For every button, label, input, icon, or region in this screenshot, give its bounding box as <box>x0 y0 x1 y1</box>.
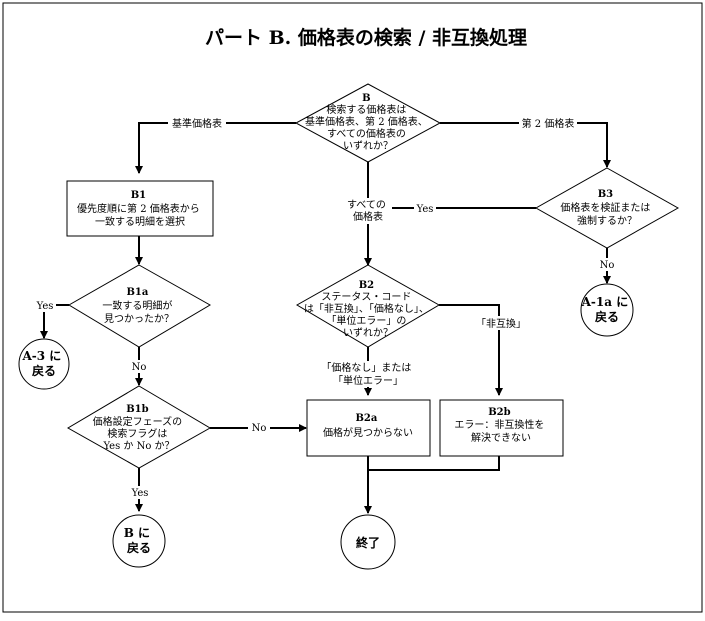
label-b2-incompatible: 「非互換」 <box>476 318 526 330</box>
edge-b-to-b3 <box>440 122 611 168</box>
decision-b2-line-2: は「非互換」、「価格なし」、 <box>304 302 429 315</box>
svg-text:B1b 価格設定フェーズの 検索フラ: B1b 価格設定フェーズの 検索フラグは Yes か No か？ <box>93 404 186 452</box>
svg-text:すべての 価格表: すべての 価格表 <box>347 199 389 223</box>
svg-text:B2 ステータス・コード は「非互換: B2 ステータス・コード は「非互換」、「価格なし」、 「単位エラー」の いずれ… <box>304 280 432 339</box>
edge-b2-incompat <box>439 304 503 396</box>
decision-b1a-line-1: 一致する明細が <box>102 299 172 312</box>
process-b2a-id: B2a <box>355 413 377 424</box>
process-b2b-id: B2b <box>488 407 510 418</box>
decision-b-line-2: 基準価格表、第 2 価格表、 <box>305 115 428 128</box>
terminal-end: 終了 <box>340 514 396 570</box>
decision-b1a: B1a 一致する明細が 見つかったか？ <box>68 264 211 348</box>
terminal-b-line-1: B に <box>124 526 150 540</box>
page-border <box>2 2 703 613</box>
decision-b: B 検索する価格表は 基準価格表、第 2 価格表、 すべての価格表の いずれか？ <box>294 83 442 163</box>
terminal-end-label: 終了 <box>356 535 380 550</box>
label-b3-yes: Yes <box>416 204 434 215</box>
decision-b3-line-2: 強制するか？ <box>577 214 637 227</box>
edge-labels: 基準価格表 第 2 価格表 すべての 価格表 Yes No Yes No No … <box>34 116 617 499</box>
decision-b2: B2 ステータス・コード は「非互換」、「価格なし」、 「単位エラー」の いずれ… <box>296 264 440 348</box>
label-second-pricelist: 第 2 価格表 <box>522 117 575 130</box>
edge-b-to-b1 <box>135 122 296 174</box>
decision-b-line-4: いずれか？ <box>343 140 393 152</box>
process-b2b: B2b エラー：非互換性を 解決できない <box>439 399 564 457</box>
svg-text:B2a 価格が見つからない: B2a 価格が見つからない <box>323 413 413 439</box>
svg-text:A-1a に 戻る: A-1a に 戻る <box>581 295 633 324</box>
label-b3-no: No <box>600 260 615 271</box>
svg-text:B に 戻る: B に 戻る <box>124 526 155 555</box>
process-b2a: B2a 価格が見つからない <box>306 399 431 457</box>
page-title: パート B. 価格表の検索 / 非互換処理 <box>205 26 527 49</box>
decision-b2-line-1: ステータス・コード <box>321 291 411 303</box>
decision-b2-line-3: 「単位エラー」の <box>326 314 406 327</box>
process-b2a-line-1: 価格が見つからない <box>323 426 413 439</box>
decision-b1b-id: B1b <box>126 404 148 415</box>
terminal-a3-line-1: A-3 に <box>21 349 61 363</box>
label-all-pricelists-2: 価格表 <box>353 210 383 223</box>
process-b1-id: B1 <box>131 190 146 201</box>
label-b1a-no: No <box>132 362 147 373</box>
label-all-pricelists-1: すべての <box>347 199 386 211</box>
decision-b1b: B1b 価格設定フェーズの 検索フラグは Yes か No か？ <box>67 385 211 469</box>
terminal-b-line-2: 戻る <box>127 540 151 555</box>
label-b2-noprice-1: 「価格なし」または <box>321 361 411 374</box>
decision-b3: B3 価格表を検証または 強制するか？ <box>534 167 680 249</box>
terminal-return-a3: A-3 に 戻る <box>18 338 70 390</box>
decision-b1a-line-2: 見つかったか？ <box>104 313 174 325</box>
process-b2b-line-1: エラー：非互換性を <box>454 418 544 431</box>
decision-b1b-line-1: 価格設定フェーズの <box>93 415 183 428</box>
svg-text:B 検索する価格表は 基準価格表、第: B 検索する価格表は 基準価格表、第 2 価格表、 すべての価格表の いずれか？ <box>305 93 431 152</box>
label-b2-noprice-2: 「単位エラー」 <box>333 374 403 387</box>
decision-b1a-id: B1a <box>126 287 148 298</box>
label-b1b-yes: Yes <box>131 488 149 499</box>
svg-text:A-3 に 戻る: A-3 に 戻る <box>21 349 65 378</box>
process-b1-line-1: 優先度順に第 2 価格表から <box>77 202 200 215</box>
process-b2b-line-2: 解決できない <box>471 431 531 444</box>
terminal-return-a1a: A-1a に 戻る <box>580 283 634 337</box>
label-b1b-no: No <box>252 423 267 434</box>
connectors <box>40 122 611 514</box>
decision-b2-id: B2 <box>359 280 374 291</box>
decision-b1b-line-2: 検索フラグは <box>107 427 167 440</box>
decision-b3-id: B3 <box>598 189 613 200</box>
process-b1: B1 優先度順に第 2 価格表から 一致する明細を選択 <box>66 180 214 237</box>
terminal-a1a-line-2: 戻る <box>595 309 619 324</box>
decision-b-line-1: 検索する価格表は <box>326 103 406 116</box>
svg-text:「価格なし」または 「単位エラー」: 「価格なし」または 「単位エラー」 <box>321 361 414 387</box>
label-base-pricelist: 基準価格表 <box>172 117 222 130</box>
terminal-a1a-line-1: A-1a に <box>581 295 629 309</box>
terminal-a3-line-2: 戻る <box>32 363 56 378</box>
decision-b-line-3: すべての価格表の <box>327 127 406 140</box>
svg-text:B2b エラー：非互換性を 解決でき: B2b エラー：非互換性を 解決できない <box>454 407 547 444</box>
terminal-return-b: B に 戻る <box>112 514 166 568</box>
decision-b-id: B <box>362 93 370 104</box>
svg-text:B1 優先度順に第 2 価格表から: B1 優先度順に第 2 価格表から 一致する明細を選択 <box>77 190 203 228</box>
process-b1-line-2: 一致する明細を選択 <box>95 215 185 228</box>
svg-text:B1a 一致する明細が 見つかったか: B1a 一致する明細が 見つかったか？ <box>102 287 175 325</box>
svg-text:B3 価格表を検証または 強制するか: B3 価格表を検証または 強制するか？ <box>560 189 653 227</box>
decision-b3-line-1: 価格表を検証または <box>560 201 650 214</box>
decision-b1b-line-3: Yes か No か？ <box>102 440 174 452</box>
label-b1a-yes: Yes <box>36 301 54 312</box>
decision-b2-line-4: いずれか？ <box>343 327 393 339</box>
edge-b2b-to-end <box>368 456 500 471</box>
